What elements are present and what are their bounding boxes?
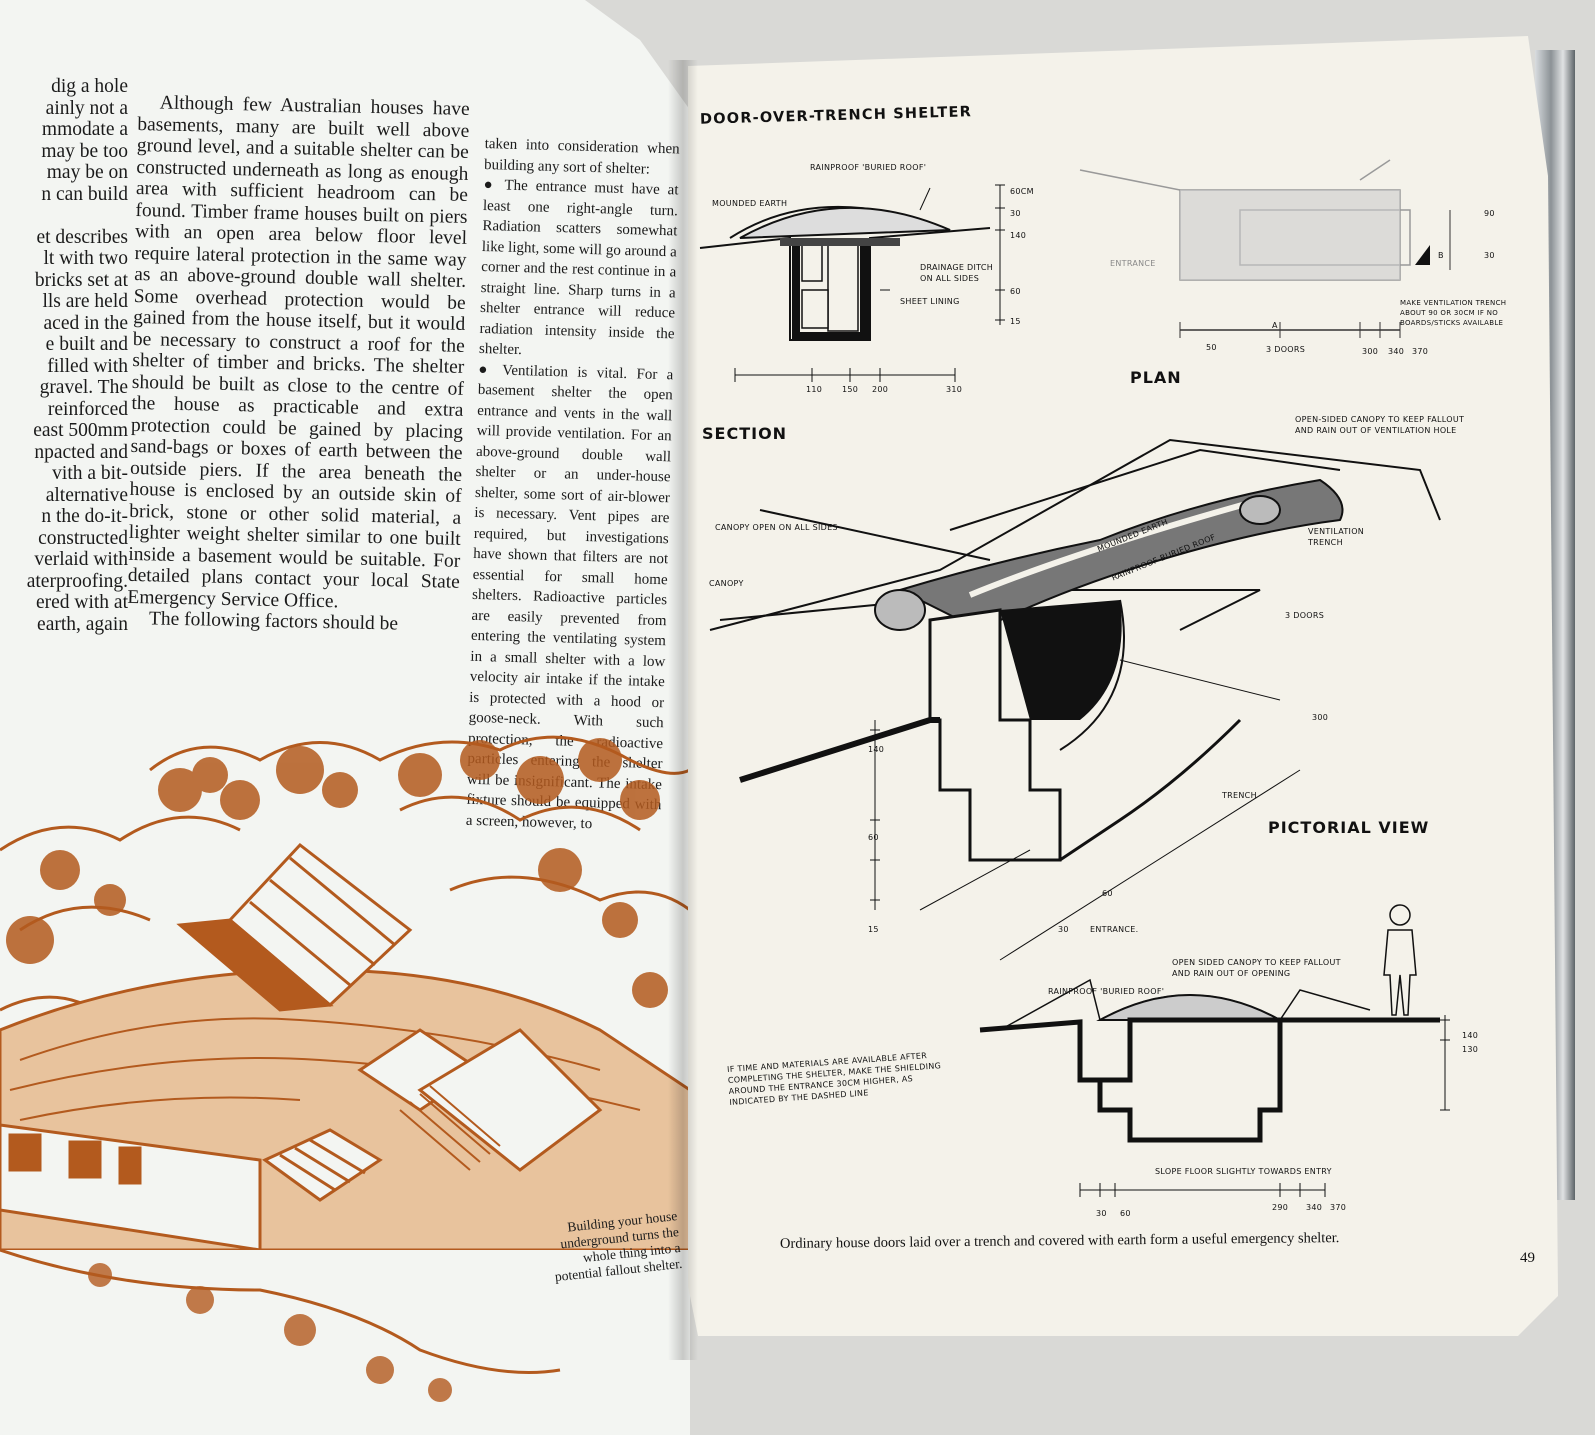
pictorial-heading: PICTORIAL VIEW	[1268, 818, 1430, 837]
page-gutter	[668, 60, 698, 1360]
text-line: vith a bit-	[52, 463, 128, 484]
entrance-stairs	[399, 1085, 501, 1171]
plan-dim-h: 370	[1412, 347, 1429, 356]
section-dim-v: 15	[1010, 317, 1021, 326]
text-line: may be too	[41, 140, 128, 162]
plan-label-entrance: ENTRANCE	[1110, 259, 1156, 268]
text-line: dig a hole	[51, 76, 128, 97]
pictorial-label-vent-trench: VENTILATION TRENCH	[1308, 527, 1365, 547]
text-line: n the do-it-	[41, 506, 128, 527]
text-line: lls are held	[42, 291, 128, 312]
section-diagram	[699, 184, 1005, 382]
text-line: reinforced	[47, 398, 128, 420]
text-line: gravel. The	[39, 377, 128, 398]
plan-diagram	[1079, 159, 1451, 338]
entrance-canopy	[262, 1028, 603, 1202]
text-line: earth, again	[37, 613, 128, 635]
pictorial-label-trench: TRENCH	[1222, 791, 1257, 800]
plan-dim-h: 300	[1362, 347, 1379, 356]
pictorial-label-three-doors: 3 DOORS	[1285, 611, 1325, 620]
pictorial-diagram	[709, 438, 1441, 961]
bottom-dim-h: 290	[1272, 1203, 1289, 1212]
text-line: alternative	[45, 484, 128, 506]
bottom-dim-h: 60	[1120, 1209, 1131, 1218]
paragraph-intro: taken into consideration when building a…	[483, 135, 680, 178]
section-dim-h: 310	[946, 385, 963, 394]
pictorial-dim: 30	[1058, 925, 1069, 934]
section-dim-v: 60cm	[1010, 187, 1034, 196]
plan-dim-h: 50	[1206, 343, 1217, 352]
plan-dim-h: 340	[1388, 347, 1405, 356]
section-dim-h: 110	[806, 385, 823, 394]
section-dim-v: 140	[1010, 231, 1027, 240]
bullet-entrance: ● The entrance must have at least one ri…	[478, 176, 679, 359]
section-label-drainage: DRAINAGE DITCH ON ALL SIDES	[920, 263, 994, 283]
text-line: npacted and	[34, 441, 128, 463]
text-line: aterproofing.	[26, 570, 128, 592]
text-line: filled with	[47, 355, 128, 377]
text-line: bricks set at	[34, 269, 128, 291]
section-dim-v: 60	[1010, 287, 1021, 296]
plan-trench-note: MAKE VENTILATION TRENCH ABOUT 90 OR 30cm…	[1400, 299, 1507, 327]
pictorial-label-canopy: CANOPY	[709, 579, 744, 588]
pictorial-dim: 300	[1312, 713, 1329, 722]
skylight	[176, 842, 413, 1012]
bullet-icon: ●	[483, 176, 505, 194]
section-label-rainproof: RAINPROOF 'BURIED ROOF'	[810, 163, 927, 172]
text-line: n can build	[41, 183, 128, 205]
text-line: constructed	[38, 527, 128, 549]
text-line: mmodate a	[41, 119, 128, 140]
house-wall	[0, 1123, 262, 1252]
section-label-mounded: MOUNDED EARTH	[712, 199, 788, 208]
section-label-sheet: SHEET LINING	[900, 297, 960, 306]
bottom-dim-h: 340	[1306, 1203, 1323, 1212]
pictorial-dim: 60	[1102, 889, 1113, 898]
text-line: ered with at	[35, 592, 128, 613]
plan-label-b: B	[1438, 251, 1444, 260]
text-line: verlaid with	[34, 549, 128, 570]
pictorial-dim: 60	[868, 833, 879, 842]
text-line: east 500mm	[33, 420, 128, 441]
pictorial-label-canopy-open: CANOPY OPEN ON ALL SIDES	[715, 523, 838, 532]
body-column-2: Although few Australian houses have base…	[127, 92, 470, 636]
pictorial-dim: 15	[868, 925, 879, 934]
bullet-icon: ●	[478, 361, 503, 379]
section-heading: SECTION	[702, 424, 788, 443]
plan-dim-h: 3 DOORS	[1266, 345, 1306, 354]
bottom-dim-h: 370	[1330, 1203, 1347, 1212]
bottom-label-slope: SLOPE FLOOR SLIGHTLY TOWARDS ENTRY	[1155, 1167, 1332, 1176]
bottom-dim-v: 140	[1462, 1031, 1479, 1040]
text-line: lt with two	[43, 248, 128, 269]
pictorial-dim: 140	[868, 745, 885, 754]
section-dim-h: 200	[872, 385, 889, 394]
text-line: aced in the	[43, 312, 128, 334]
left-page: dig a hole ainly not a mmodate a may be …	[0, 0, 690, 1435]
text-line: may be on	[46, 162, 128, 183]
plan-heading: PLAN	[1130, 368, 1182, 387]
section-dim-v: 30	[1010, 209, 1021, 218]
bottom-label-rainproof: RAINPROOF 'BURIED ROOF'	[1048, 987, 1165, 996]
pictorial-label-open-canopy: OPEN-SIDED CANOPY TO KEEP FALLOUT AND RA…	[1295, 415, 1465, 435]
bottom-section-diagram	[979, 904, 1450, 1197]
pictorial-label-entrance: ENTRANCE.	[1090, 925, 1139, 934]
bottom-dim-h: 30	[1096, 1209, 1107, 1218]
text-line	[0, 205, 128, 227]
page-number: 49	[1520, 1250, 1535, 1266]
plan-label-a: A	[1272, 321, 1278, 330]
bottom-label-open-canopy: OPEN SIDED CANOPY TO KEEP FALLOUT AND RA…	[1172, 958, 1341, 978]
left-column-fragment: dig a hole ainly not a mmodate a may be …	[0, 76, 128, 635]
paragraph-shelter-under-house: Although few Australian houses have base…	[127, 92, 470, 612]
section-dim-h: 150	[842, 385, 859, 394]
text-line: e built and	[45, 334, 128, 355]
plan-dim-v: 90	[1484, 209, 1495, 218]
person-scale-figure	[1383, 904, 1417, 1016]
text-line: et describes	[36, 226, 128, 248]
plan-dim-v: 30	[1484, 251, 1495, 260]
text-line: ainly not a	[45, 97, 128, 119]
underground-house-illustration	[0, 735, 690, 1435]
bottom-dim-v: 130	[1462, 1045, 1479, 1054]
